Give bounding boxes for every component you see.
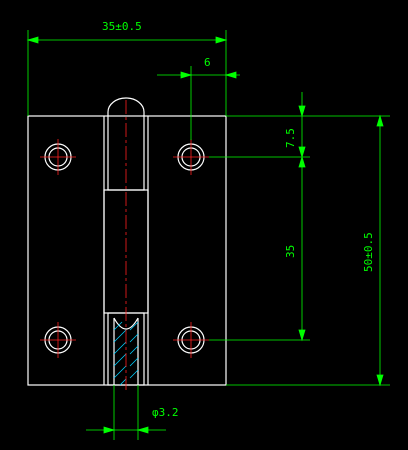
dim-leaf-offset: 6: [204, 56, 211, 69]
pin-section-arc: [113, 317, 139, 330]
dim-pin-diameter: φ3.2: [152, 406, 179, 419]
dimensions: [26, 30, 390, 440]
dim-hole-spacing: 35: [284, 245, 297, 258]
centerlines: [40, 100, 209, 392]
dim-overall-height: 50±0.5: [362, 232, 375, 272]
pin-section-hatch: [113, 321, 139, 386]
dim-hole-edge-offset: 7.5: [284, 128, 297, 148]
dim-overall-width: 35±0.5: [102, 20, 142, 33]
pin-knuckle-top: [107, 97, 145, 191]
